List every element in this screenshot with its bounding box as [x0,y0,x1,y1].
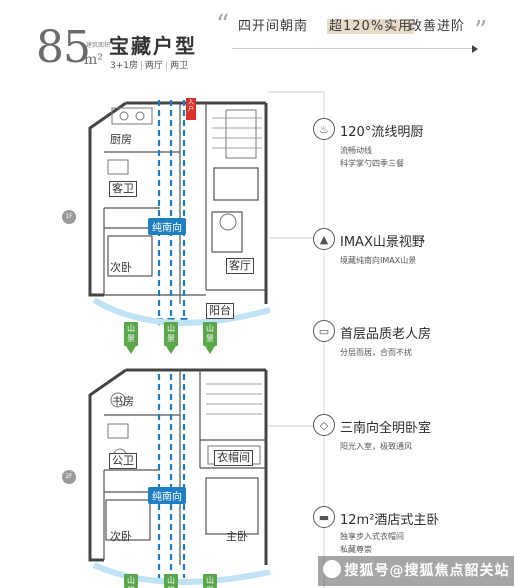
room-living: 客厅 [226,258,254,274]
tag-rule [232,48,476,49]
mountain-view-1f-c: 山景 [203,322,217,346]
floor1-badge: 1F [62,210,76,224]
mountain-icon: ▲ [313,228,335,250]
entry-marker: 入户 [186,98,196,120]
diamond-icon: ◇ [313,414,335,436]
layout-subtitle: 3+1房|两厅|两卫 [110,61,189,71]
feature-master-desc-1: 独享步入式衣帽间 [340,532,404,541]
direction-label-1f: 纯南向 [148,218,186,235]
feature-view-title: IMAX山景视野 [340,235,425,250]
watermark-text: 搜狐号@搜狐焦点韶关站 [344,563,510,579]
room-master-bedroom: 主卧 [226,530,248,543]
room-shared-bath: 公卫 [109,453,137,469]
watermark: 搜狐号@搜狐焦点韶关站 [318,556,514,586]
room-walk-in-closet: 衣帽间 [214,450,253,466]
subtitle-baths: 两卫 [170,61,189,71]
mountain-view-2f-b: 山景 [164,574,178,588]
sohu-logo-icon [322,560,341,578]
feature-elder-room-title: 首层品质老人房 [340,327,432,342]
close-quote-icon: ” [474,16,488,46]
bed-icon: ▬ [313,506,335,528]
area-unit: m² [84,52,103,68]
feature-master-desc-2: 私藏尊崇 [340,545,372,554]
feature-kitchen-desc-1: 流畅动线 [340,146,372,155]
floor1-walls [88,101,268,304]
feature-master-title: 12m²酒店式主卧 [340,513,440,528]
area-unit-small: 建筑面积 [86,42,111,49]
room-balcony: 阳台 [206,303,234,319]
tag-four-bays: 四开间朝南 [238,19,309,34]
mountain-view-1f-a: 山景 [124,322,138,346]
room-guest-bath: 客卫 [109,181,137,197]
feature-bedrooms-title: 三南向全明卧室 [340,421,432,436]
tag-upgrade: 改善进阶 [409,19,466,34]
room-kitchen: 厨房 [110,133,132,146]
mountain-view-2f-a: 山景 [124,574,138,588]
feature-bedrooms-desc-1: 阳光入室，极致通风 [340,442,412,451]
feature-elder-room-desc-1: 分层而居，合而不扰 [340,348,412,357]
room-second-bedroom-2f: 次卧 [110,530,132,543]
floor2-badge: 2F [62,470,76,484]
floor2-inner [103,370,266,565]
subtitle-halls: 两厅 [145,61,164,71]
direction-label-2f: 纯南向 [148,487,186,504]
feature-kitchen-desc-2: 科学掌勺四季三餐 [340,159,404,168]
page-title: 宝藏户型 [109,34,197,58]
area-number: 85 [36,22,91,73]
mountain-view-1f-b: 山景 [164,322,178,346]
sofa-icon: ▭ [313,320,335,342]
feature-kitchen-title: 120°流线明厨 [340,125,424,140]
subtitle-rooms: 3+1房 [110,61,138,71]
tag-efficiency-text: 超120%实用 [327,19,415,34]
room-second-bedroom-1f: 次卧 [110,261,132,274]
open-quote-icon: “ [216,10,230,40]
tag-efficiency: 超120%实用 [327,15,415,34]
mountain-view-2f-c: 山景 [203,574,217,588]
tag-arrow-icon [472,45,478,53]
feature-view-desc-1: 境藏纯南向IMAX山景 [340,256,417,265]
room-study: 书房 [112,395,134,408]
floor1-inner [103,103,266,304]
chef-hat-icon: ♨ [313,118,335,140]
